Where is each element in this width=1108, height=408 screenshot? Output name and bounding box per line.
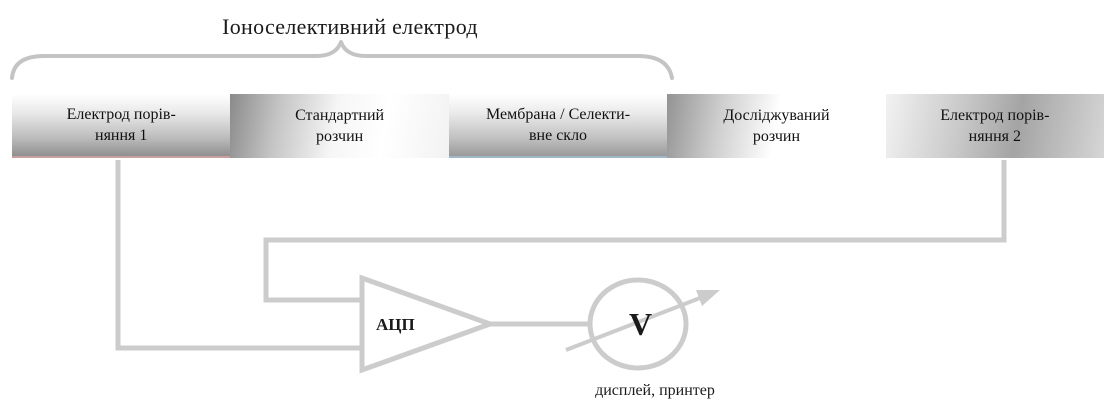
reference-electrode-2-cell: Електрод порів- няння 2: [885, 94, 1105, 158]
standard-solution-cell: Стандартний розчин: [230, 94, 449, 158]
cell-label-line: Досліджуваний: [723, 107, 830, 124]
adc-amplifier-shape: [359, 274, 498, 374]
cell-label-line: няння 2: [968, 128, 1022, 145]
cell-label-line: няння 1: [95, 127, 148, 144]
output-caption: дисплей, принтер: [595, 382, 715, 399]
wire-electrode-2: [263, 160, 1007, 303]
adc-label: АЦП: [376, 315, 415, 334]
cell-label-line: Електрод порів-: [66, 106, 176, 123]
electrode-cell-row: Електрод порів- няння 1 Стандартний розч…: [12, 94, 1105, 158]
voltmeter-label: V: [629, 306, 653, 342]
voltmeter-arrow-line: [565, 296, 701, 352]
reference-electrode-1-cell: Електрод порів- няння 1: [12, 94, 231, 158]
membrane-cell: Мембрана / Селекти- вне скло: [448, 94, 668, 158]
wire-electrode-1: [115, 160, 362, 351]
cell-label-line: розчин: [752, 128, 800, 145]
cell-label-line: вне скло: [528, 127, 588, 144]
cell-label-line: Стандартний: [295, 107, 385, 124]
cell-label-line: розчин: [316, 128, 364, 145]
diagram-title: Іоноселективний електрод: [222, 14, 478, 39]
cell-label-line: Мембрана / Селекти-: [485, 106, 631, 123]
cell-label-line: Електрод порів-: [940, 107, 1050, 124]
electrode-brace: [10, 40, 674, 80]
voltmeter-arrow-head: [696, 290, 720, 306]
test-solution-cell: Досліджуваний розчин: [667, 94, 886, 158]
